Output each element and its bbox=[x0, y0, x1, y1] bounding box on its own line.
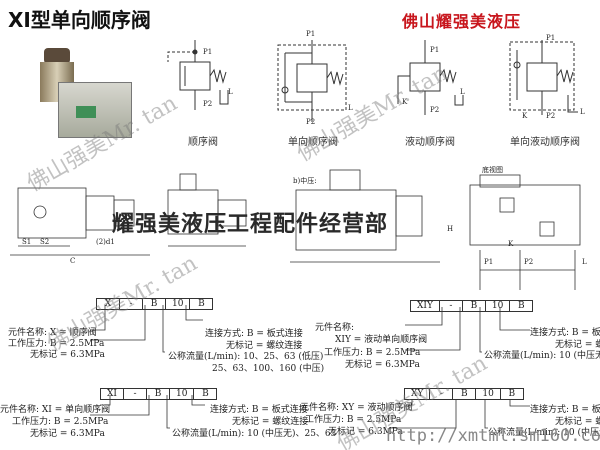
caption-sequence-valve: 顺序阀 bbox=[188, 137, 218, 148]
label-p2: P2 bbox=[546, 112, 556, 120]
drawing-medium-pressure bbox=[290, 169, 440, 263]
code-cell: - bbox=[430, 389, 454, 399]
label-l: L bbox=[348, 104, 353, 112]
product-photo bbox=[36, 48, 136, 140]
page-title: XI型单向顺序阀 bbox=[8, 8, 151, 32]
code-conn: 连接方式: B = 板式 bbox=[530, 328, 600, 338]
code-conn: 连接方式: B = 板式连接 bbox=[205, 329, 303, 339]
code-flow: 公称流量(L/min): 10、25、63 (低压) bbox=[168, 352, 324, 362]
code-pressure: 工作压力: B = 2.5MPa bbox=[12, 417, 109, 427]
label-s2: S2 bbox=[40, 238, 50, 246]
drawing-front-view bbox=[167, 173, 247, 247]
code-cell: X bbox=[97, 299, 120, 309]
code-cell: XIY bbox=[411, 301, 440, 311]
code-cell: B bbox=[463, 301, 486, 311]
label-k: K bbox=[402, 98, 408, 106]
label-c: C bbox=[70, 257, 76, 265]
code-name: 元件名称: X = 顺序阀 bbox=[8, 328, 97, 338]
code-pressure: 工作压力: B = 2.5MPa bbox=[8, 339, 105, 349]
label-p1: P1 bbox=[203, 48, 213, 56]
code-cell: XI bbox=[101, 389, 124, 399]
code-cell: B bbox=[143, 299, 166, 309]
symbol-check-sequence-valve bbox=[277, 40, 347, 122]
code-cell: B bbox=[518, 301, 525, 311]
label-p2: P2 bbox=[306, 118, 316, 126]
code-name: 元件名称: XI = 单向顺序阀 bbox=[0, 405, 111, 415]
label-l: L bbox=[580, 108, 585, 116]
brand-name: 佛山耀强美液压 bbox=[402, 12, 522, 31]
code-cell: - bbox=[440, 301, 463, 311]
code-nomark: 无标记 = 6.3MPa bbox=[30, 350, 105, 360]
label-p2: P2 bbox=[203, 100, 213, 108]
label-h: H bbox=[447, 225, 454, 233]
code-conn: 连接方式: B = 板式连接 bbox=[210, 405, 308, 415]
label-s1: S1 bbox=[22, 238, 32, 246]
code-conn2: 无标记 = 螺 bbox=[555, 417, 600, 427]
symbol-check-pilot-sequence-valve bbox=[509, 40, 578, 115]
code-cell: B bbox=[198, 299, 205, 309]
symbol-sequence-valve bbox=[167, 40, 229, 110]
label-l: L bbox=[460, 88, 465, 96]
label-p1: P1 bbox=[430, 46, 440, 54]
drawing-side-view bbox=[10, 187, 150, 256]
code-flow: 公称流量(L/min): 10 (中压无)、 bbox=[488, 428, 600, 438]
code-nomark: 无标记 = 6.3MPa bbox=[30, 429, 105, 439]
label-p2: P2 bbox=[430, 106, 440, 114]
label-l: L bbox=[582, 258, 587, 266]
code-name: 元件名称: bbox=[315, 323, 355, 333]
label-k: K bbox=[522, 112, 528, 120]
code-cell: B bbox=[202, 389, 209, 399]
caption-check-pilot-sequence-valve: 单向液动顺序阀 bbox=[510, 137, 580, 148]
code-cell: 10 bbox=[476, 389, 501, 399]
code-cell: B bbox=[453, 389, 477, 399]
caption-pilot-sequence-valve: 液动顺序阀 bbox=[405, 137, 455, 148]
code-cell: XY bbox=[405, 389, 431, 399]
code-name: 元件名称: XY = 液动顺序阀 bbox=[300, 403, 413, 413]
code-cell: 10 bbox=[166, 299, 191, 309]
code-flow: 公称流量(L/min): 10 (中压无)、2 bbox=[484, 351, 600, 361]
code-nomark: 无标记 = 6.3MPa bbox=[345, 360, 420, 370]
website-url: http://xmtml.sm160.com bbox=[386, 426, 600, 446]
label-medium-pressure: b)中压: bbox=[293, 177, 317, 185]
code-nomark: 无标记 = 6.3MPa bbox=[328, 427, 403, 437]
code-leaders bbox=[90, 305, 530, 429]
label-l: L bbox=[228, 88, 233, 96]
label-p1: P1 bbox=[306, 30, 316, 38]
code-pressure: 工作压力: B = 2.5MPa bbox=[324, 348, 421, 358]
label-p2: P2 bbox=[524, 258, 534, 266]
code-flow: 公称流量(L/min): 10 (中压无)、25、63 bbox=[172, 429, 337, 439]
label-dims: (2)d1 bbox=[96, 238, 115, 246]
code-cell: 10 bbox=[486, 301, 511, 311]
code-cell: - bbox=[124, 389, 147, 399]
company-banner: 耀强美液压工程配件经营部 bbox=[112, 211, 389, 237]
code-flow2: 25、63、100、160 (中压) bbox=[212, 364, 325, 374]
label-bottom-view: 底视图 bbox=[482, 166, 503, 174]
drawing-bottom-view bbox=[469, 174, 581, 290]
code-cell: B bbox=[147, 389, 170, 399]
code-cell: - bbox=[120, 299, 143, 309]
code-conn: 连接方式: B = 板 bbox=[530, 405, 600, 415]
code-conn2: 无标记 = 螺纹连接 bbox=[226, 341, 303, 351]
code-cell: 10 bbox=[170, 389, 195, 399]
label-k: K bbox=[508, 240, 514, 248]
code-cell: B bbox=[508, 389, 516, 399]
caption-check-sequence-valve: 单向顺序阀 bbox=[288, 137, 338, 148]
code-name2: XIY = 液动单向顺序阀 bbox=[335, 335, 428, 345]
code-conn2: 无标记 = 螺纹 bbox=[555, 340, 600, 350]
code-pressure: 工作压力: B = 2.5MPa bbox=[305, 415, 402, 425]
label-p1: P1 bbox=[484, 258, 494, 266]
label-p1: P1 bbox=[546, 34, 556, 42]
code-conn2: 无标记 = 螺纹连接 bbox=[232, 417, 309, 427]
symbol-pilot-sequence-valve bbox=[397, 40, 464, 115]
